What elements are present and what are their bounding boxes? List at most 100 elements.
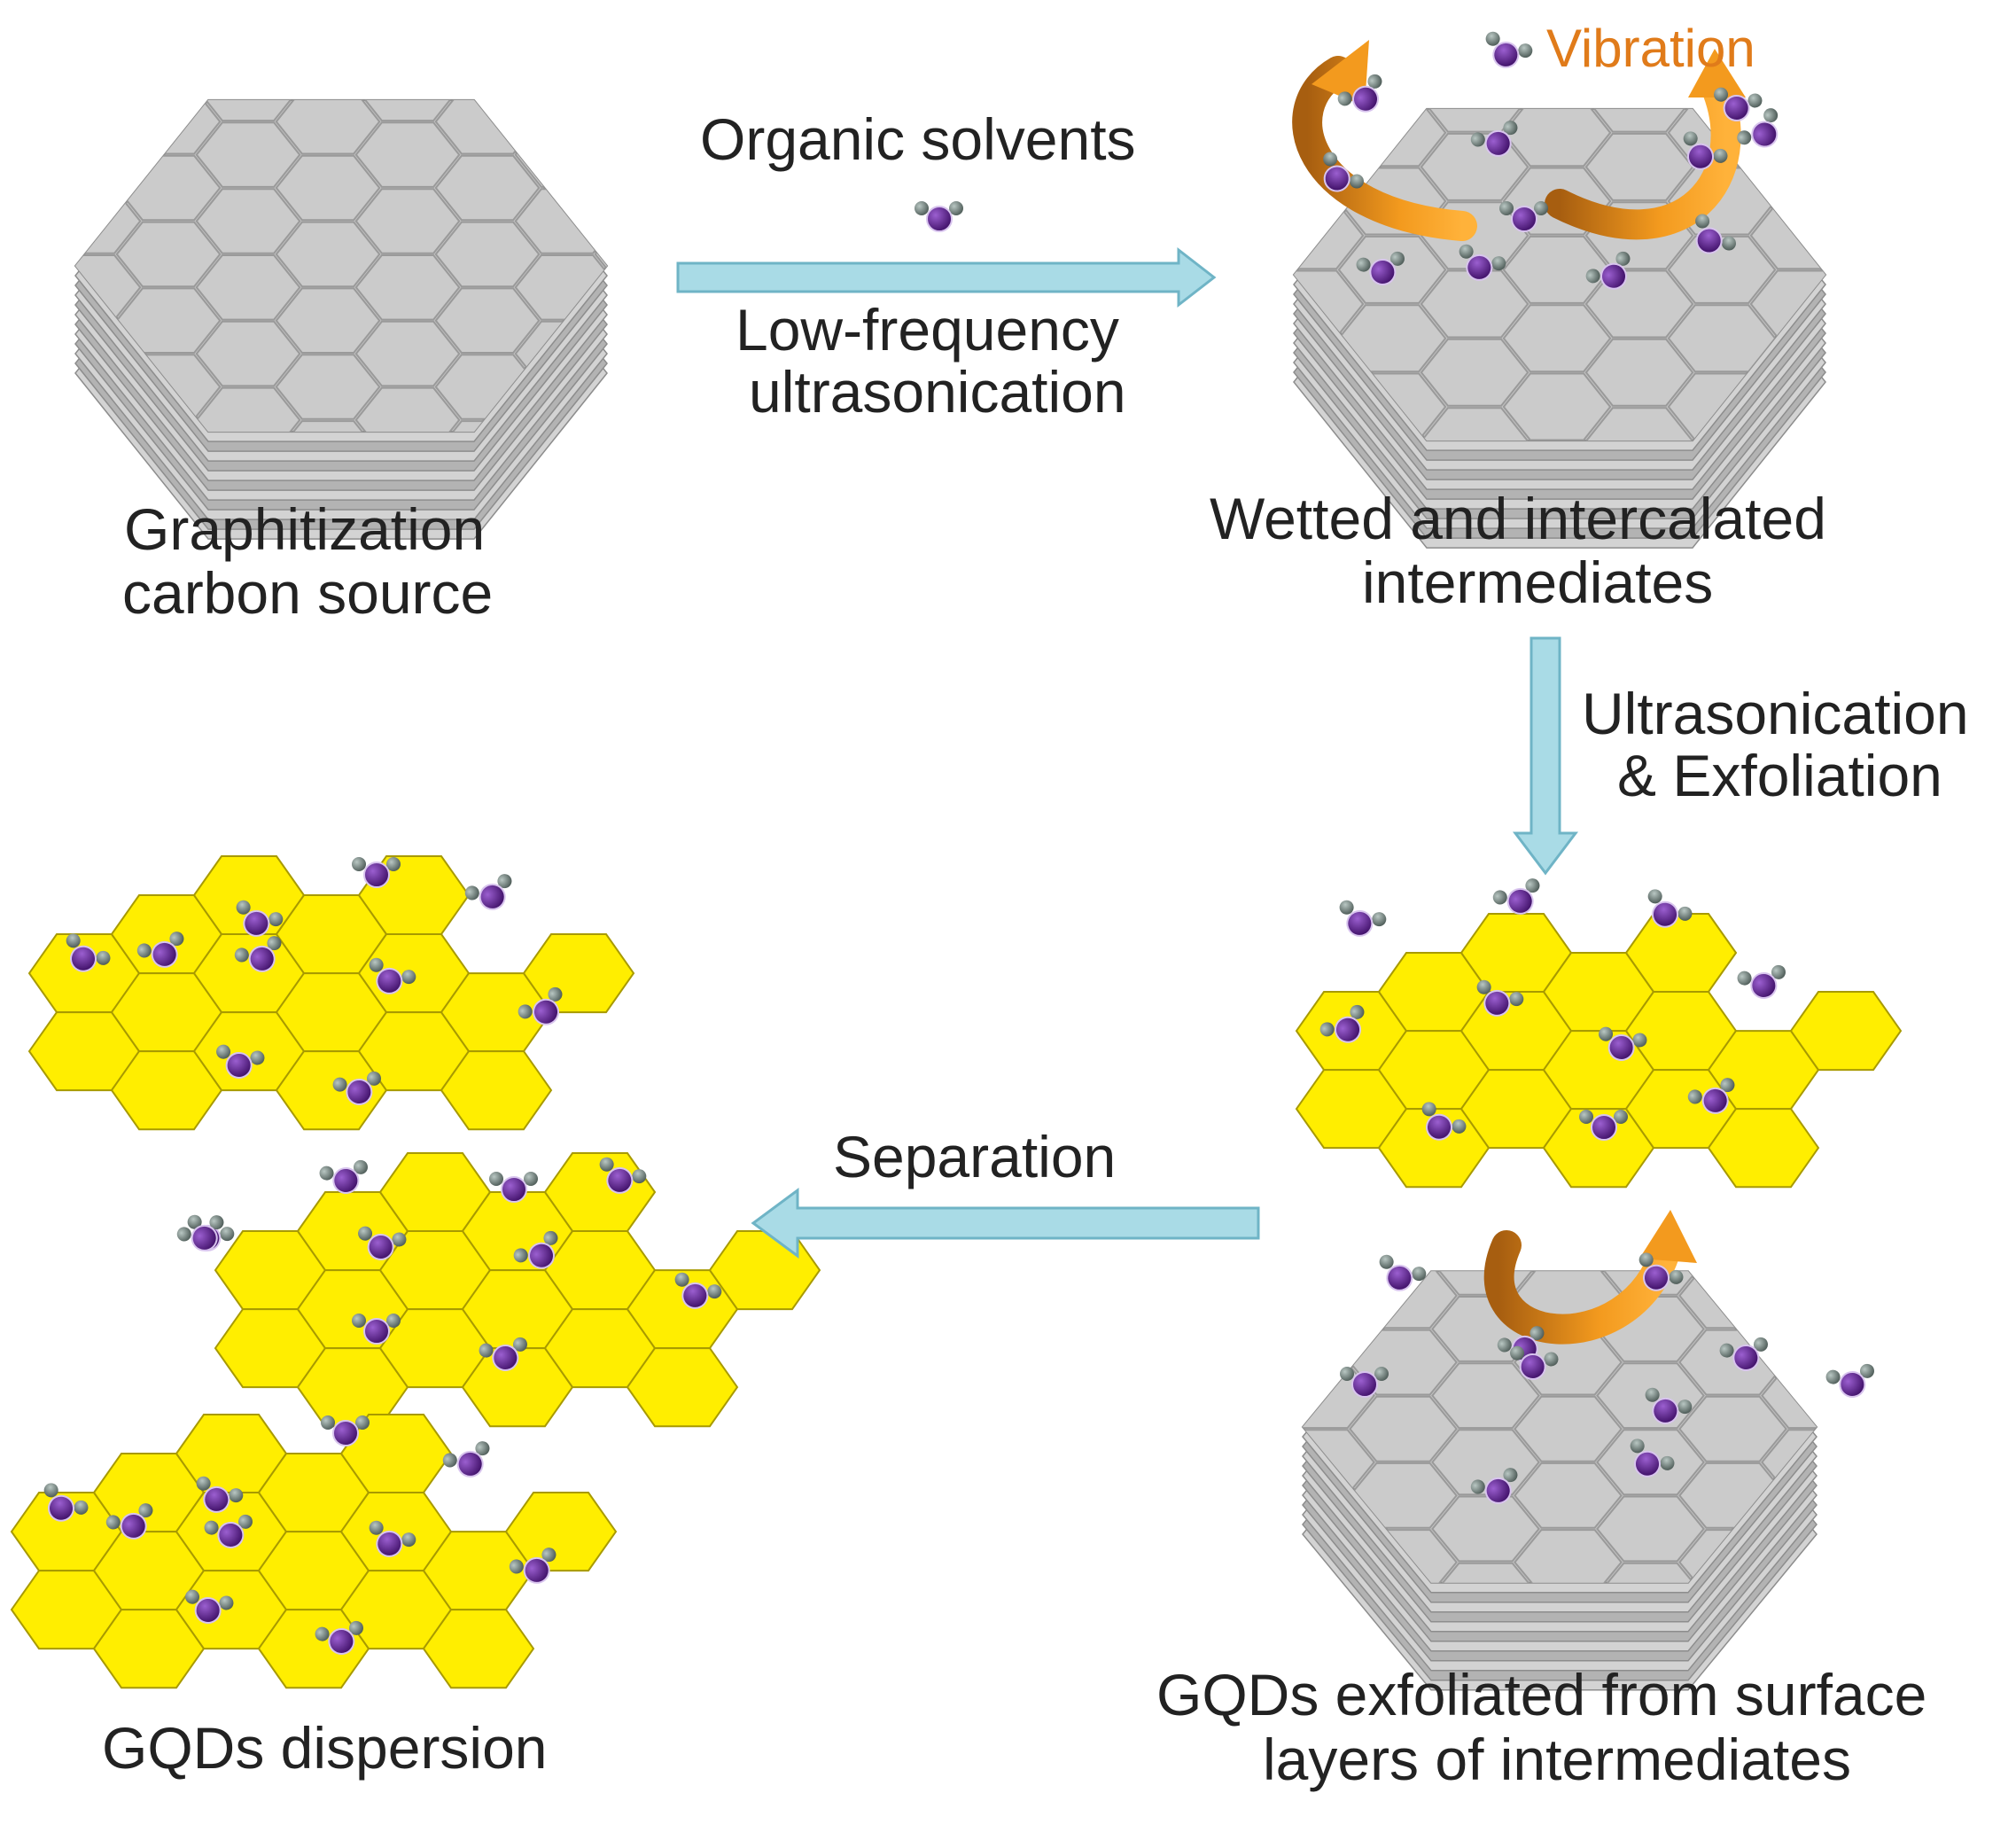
solvent-molecule bbox=[1339, 900, 1387, 937]
graphene-hexagon bbox=[1584, 108, 1694, 133]
solvent-molecule bbox=[1825, 1363, 1874, 1398]
vibration-label: Vibration bbox=[1546, 19, 1755, 78]
graphene-hexagon bbox=[0, 355, 60, 419]
molecule-side-atom bbox=[541, 1548, 557, 1563]
graphene-hexagon bbox=[1916, 339, 2016, 406]
molecule-side-atom bbox=[1737, 971, 1752, 986]
molecule-side-atom bbox=[475, 1441, 490, 1456]
graphene-hexagon bbox=[0, 23, 60, 88]
molecule-side-atom bbox=[1647, 889, 1662, 904]
molecule-center-atom bbox=[217, 1521, 245, 1548]
molecule-side-atom bbox=[1771, 964, 1786, 979]
molecule-side-atom bbox=[392, 1232, 407, 1247]
ultrasonication-label: Ultrasonication bbox=[1582, 681, 1969, 746]
graphene-hexagon bbox=[0, 222, 60, 287]
molecule-center-atom bbox=[243, 909, 270, 937]
graphene-hexagon bbox=[1926, 1297, 2016, 1361]
molecule-side-atom bbox=[352, 857, 366, 871]
ultrasonication-low-label: ultrasonication bbox=[749, 359, 1126, 425]
solvent-molecule bbox=[674, 1272, 722, 1309]
graphene-hexagon bbox=[1185, 1530, 1291, 1594]
molecule-side-atom bbox=[1720, 1078, 1735, 1093]
molecule-center-atom bbox=[1607, 1033, 1635, 1061]
solvent-molecule bbox=[1421, 1102, 1467, 1141]
graphene-hexagon bbox=[1926, 1430, 2016, 1494]
graphene-hexagon bbox=[0, 487, 60, 552]
graphene-hexagon bbox=[1844, 1197, 1950, 1261]
molecule-side-atom bbox=[1645, 1387, 1660, 1402]
molecule-side-atom bbox=[1491, 256, 1506, 271]
molecule-side-atom bbox=[1747, 93, 1763, 108]
molecule-center-atom bbox=[533, 998, 559, 1025]
molecule-side-atom bbox=[1337, 91, 1352, 106]
intermediates-label: intermediates bbox=[1362, 550, 1714, 615]
solvent-molecule bbox=[1459, 244, 1506, 281]
graphene-hexagon bbox=[1926, 1630, 2016, 1695]
graphene-hexagon bbox=[434, 287, 541, 354]
graphene-hexagon bbox=[195, 188, 301, 254]
molecule-center-atom bbox=[1723, 94, 1750, 121]
graphene-hexagon bbox=[354, 320, 461, 387]
molecule-side-atom bbox=[66, 933, 81, 948]
molecule-side-atom bbox=[386, 857, 401, 871]
solvent-molecule bbox=[236, 900, 284, 937]
graphene-hexagon bbox=[1420, 338, 1530, 407]
graphene-hexagon bbox=[275, 154, 381, 222]
solvent-molecule bbox=[352, 1314, 401, 1345]
graphene-hexagon bbox=[675, 189, 778, 253]
organic-solvents-label: Organic solvents bbox=[700, 106, 1136, 172]
graphene-hexagon bbox=[1584, 132, 1694, 201]
solvent-molecule bbox=[1638, 1252, 1684, 1291]
molecule-center-atom bbox=[328, 1627, 355, 1655]
graphitization-label: Graphitization bbox=[124, 496, 486, 562]
graphene-hexagon bbox=[115, 221, 222, 288]
graphene-hexagon bbox=[1916, 408, 2016, 474]
molecule-side-atom bbox=[136, 943, 152, 958]
graphene-hexagon bbox=[1916, 66, 2016, 132]
gqd-hexagon bbox=[422, 1609, 535, 1689]
solvent-molecule bbox=[1737, 108, 1779, 148]
solvent-molecule bbox=[319, 1159, 368, 1194]
graphene-hexagon bbox=[354, 254, 461, 321]
molecule-side-atom bbox=[1599, 1026, 1614, 1041]
molecule-side-atom bbox=[219, 1595, 234, 1610]
graphene-hexagon bbox=[1174, 99, 1280, 166]
arrow-to-intermediates bbox=[676, 246, 1217, 308]
solvent-molecule bbox=[358, 1226, 407, 1260]
separation-label: Separation bbox=[833, 1124, 1117, 1189]
dispersed-gqd-sheet-1 bbox=[27, 855, 635, 1131]
molecule-side-atom bbox=[1763, 108, 1779, 123]
molecule-center-atom bbox=[492, 1344, 519, 1371]
molecule-side-atom bbox=[358, 1226, 373, 1241]
surface-layers-label: layers of intermediates bbox=[1263, 1727, 1851, 1792]
molecule-center-atom bbox=[1352, 85, 1379, 113]
graphene-hexagon bbox=[1916, 202, 2016, 269]
molecule-center-atom bbox=[479, 883, 506, 910]
molecule-center-atom bbox=[191, 1224, 218, 1251]
solvent-molecule bbox=[315, 1620, 363, 1655]
molecule-center-atom bbox=[1386, 1264, 1413, 1291]
vibration-arrowhead bbox=[1639, 1210, 1697, 1263]
molecule-center-atom bbox=[248, 945, 276, 972]
molecule-side-atom bbox=[1687, 1089, 1702, 1104]
graphene-hexagon bbox=[1833, 99, 1940, 166]
graphene-hexagon bbox=[1833, 31, 1940, 97]
solvent-molecule bbox=[1585, 251, 1631, 290]
solvent-molecule bbox=[1470, 121, 1518, 157]
solvent-molecule bbox=[1319, 1004, 1365, 1043]
molecule-side-atom bbox=[1714, 87, 1729, 102]
molecule-side-atom bbox=[1525, 878, 1540, 893]
molecule-center-atom bbox=[363, 1318, 390, 1345]
solvent-molecule bbox=[1719, 1337, 1768, 1371]
molecule-center-atom bbox=[1695, 227, 1723, 254]
molecule-side-atom bbox=[1470, 132, 1485, 147]
molecule-center-atom bbox=[681, 1282, 709, 1309]
solvent-molecule bbox=[442, 1441, 490, 1477]
graphene-hexagon bbox=[1833, 442, 1940, 509]
molecule-center-atom bbox=[1634, 1450, 1661, 1477]
gqds-exfoliated-label: GQDs exfoliated from surface bbox=[1156, 1662, 1927, 1727]
molecule-side-atom bbox=[1459, 244, 1474, 259]
solvent-molecule bbox=[136, 932, 184, 968]
molecule-center-atom bbox=[1519, 1353, 1546, 1380]
